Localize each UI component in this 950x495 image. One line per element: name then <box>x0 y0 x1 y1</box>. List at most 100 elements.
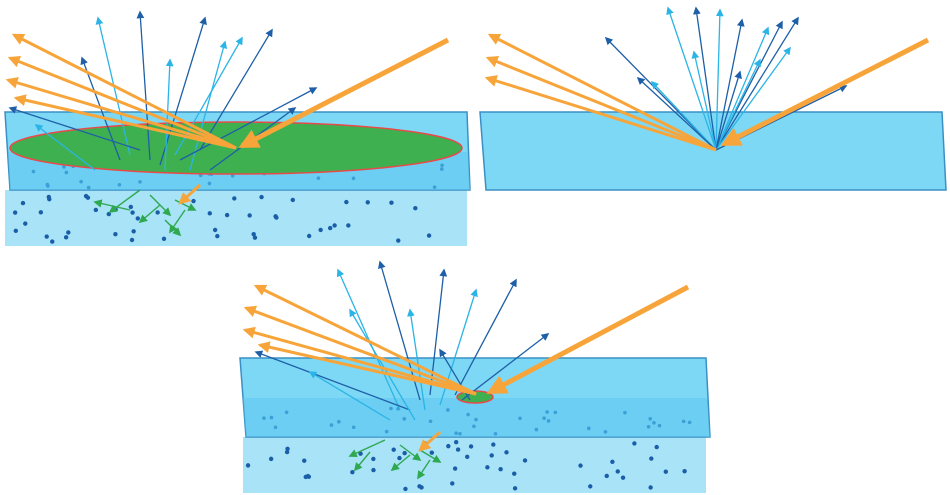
reflected-ray <box>7 55 237 150</box>
scatter-particle <box>485 465 490 470</box>
scatter-particle <box>130 210 135 215</box>
scattered-ray <box>349 308 416 421</box>
scatter-particle <box>458 431 462 436</box>
reflected-ray <box>11 33 237 150</box>
subsurface-path <box>353 451 371 472</box>
scatter-particle <box>207 211 212 216</box>
scatter-particle <box>290 197 296 203</box>
scatter-particle <box>455 447 461 452</box>
scatter-particle <box>687 420 692 425</box>
scatter-particle <box>273 425 278 430</box>
scatter-particle <box>224 212 230 218</box>
scatter-particle <box>615 469 620 474</box>
scattered-ray <box>650 80 717 151</box>
scattered-ray <box>308 371 391 421</box>
scatter-particle <box>129 237 135 243</box>
scatter-particle <box>358 451 363 456</box>
reflected-orange-rays <box>242 284 477 396</box>
scatter-particle <box>450 481 455 486</box>
reflected-ray <box>484 75 717 152</box>
scattered-rays <box>604 6 848 151</box>
scatter-particle <box>403 486 408 492</box>
scatter-particle <box>603 429 608 434</box>
scatter-particle <box>489 453 494 458</box>
scatter-particle <box>389 200 394 205</box>
scatter-particle <box>417 484 422 489</box>
scatter-particle <box>654 444 659 450</box>
scattered-ray <box>693 6 717 151</box>
scatter-particle <box>66 230 71 235</box>
scattered-ray <box>715 18 745 151</box>
scatter-particle <box>546 419 551 423</box>
scatter-particle <box>13 228 19 233</box>
scattered-ray <box>454 278 517 396</box>
scatter-particle <box>652 420 656 425</box>
scatter-particle <box>251 232 256 237</box>
scattered-ray <box>461 333 550 401</box>
scatter-particle <box>350 469 355 475</box>
panel-bottom <box>239 260 711 493</box>
scatter-particle <box>649 456 654 461</box>
scatter-particle <box>337 419 341 424</box>
scatter-particle <box>198 173 203 178</box>
scatter-particle <box>472 424 476 429</box>
incident-ray <box>486 284 690 395</box>
scatter-particle <box>318 227 323 233</box>
scatter-particle <box>657 423 662 428</box>
scatter-particle <box>646 424 651 429</box>
scatter-particle <box>232 196 237 201</box>
subsurface-path <box>417 459 431 480</box>
scatter-particle <box>465 454 470 460</box>
scattered-ray <box>715 70 742 151</box>
scatter-particle <box>284 410 289 415</box>
reflected-ray <box>487 33 717 152</box>
scatter-particle <box>663 469 669 474</box>
scatter-particle <box>493 431 498 436</box>
scattered-ray <box>666 6 717 151</box>
reflected-ray <box>253 284 477 396</box>
scatter-particle <box>512 486 518 491</box>
subsurface-path <box>390 454 411 472</box>
refracted-ray <box>418 430 442 452</box>
scatter-particle <box>62 165 66 169</box>
scatter-particle <box>648 417 653 421</box>
scatter-particle <box>426 233 432 238</box>
scatter-particle <box>446 443 451 449</box>
scatter-particle <box>588 484 593 489</box>
scatter-particle <box>284 449 290 455</box>
scatter-particle <box>344 199 349 205</box>
scatter-particle <box>452 466 458 471</box>
scatter-particle <box>346 223 351 228</box>
panel-top-left <box>4 10 471 246</box>
scattered-ray <box>159 16 207 166</box>
scatter-particle <box>389 406 393 411</box>
scatter-particle <box>302 458 307 463</box>
reflected-orange-rays <box>484 33 717 152</box>
scatter-particle <box>12 210 18 215</box>
scatter-particle <box>79 179 83 184</box>
subsurface-paths <box>348 430 442 480</box>
scatter-particle <box>682 469 687 474</box>
scatter-particle <box>397 455 402 461</box>
scatter-particle <box>247 213 252 218</box>
scatter-particle <box>466 412 470 417</box>
reflected-ray <box>243 305 477 396</box>
scatter-particle <box>269 415 274 420</box>
scattered-ray <box>199 28 273 151</box>
scatter-particle <box>681 419 686 424</box>
scatter-particle <box>498 467 503 472</box>
refracted-ray <box>178 183 202 205</box>
scatter-particle <box>586 426 591 431</box>
scatter-particle <box>429 450 435 455</box>
scatter-particle <box>117 182 122 187</box>
scatter-particle <box>138 180 142 184</box>
scatter-particle <box>365 200 370 205</box>
scatter-particle <box>252 235 258 240</box>
scatter-particle <box>46 184 50 188</box>
scatter-particle <box>155 210 160 215</box>
scatter-particle <box>432 185 437 189</box>
reflected-ray <box>257 341 477 396</box>
scatter-particle <box>384 429 389 434</box>
scatter-particle <box>212 227 218 233</box>
subsurface-path <box>419 449 442 463</box>
